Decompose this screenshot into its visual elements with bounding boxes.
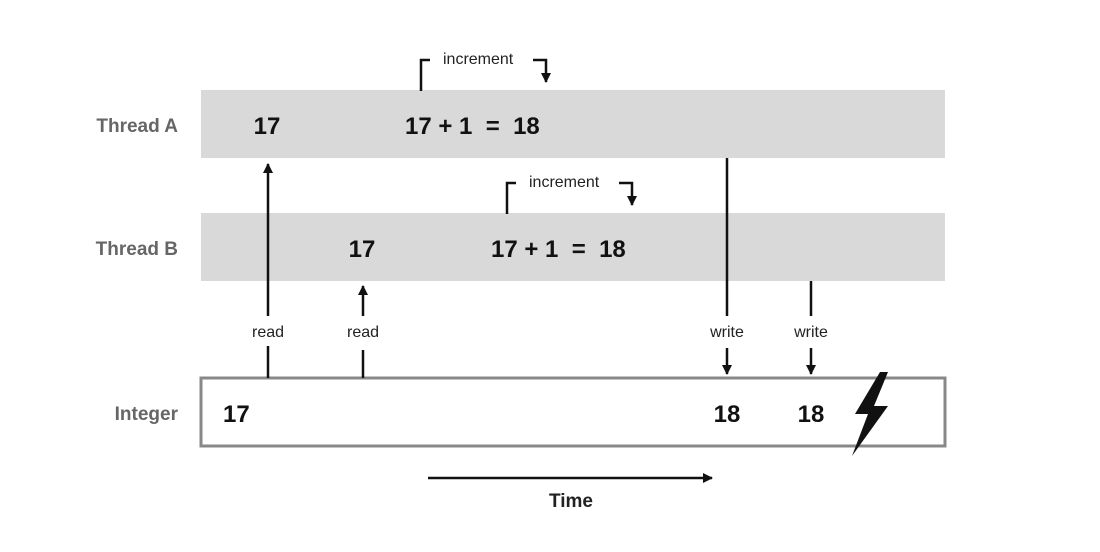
thread-b-increment-arrow [619,181,637,206]
thread-b-label: Thread B [96,239,178,260]
integer-value-after-write-a: 18 [714,401,741,428]
thread-a-increment-bracket [419,58,430,91]
thread-b-equation: 17 + 1 = 18 [491,236,626,263]
read-label-thread-a: read [252,324,284,341]
write-label-thread-a: write [709,324,744,341]
integer-lane [199,376,947,448]
thread-a-increment-label: increment [443,51,514,68]
thread-a-label: Thread A [96,116,178,137]
integer-label: Integer [115,404,179,425]
time-label: Time [549,491,593,512]
thread-a-increment-arrow [533,58,551,83]
integer-initial-value: 17 [223,401,250,428]
thread-b-read-value: 17 [349,236,376,263]
thread-a-lane [201,90,945,158]
thread-a-equation: 17 + 1 = 18 [405,113,540,140]
lightning-bolt-icon [852,372,888,456]
read-label-thread-b: read [347,324,379,341]
write-label-thread-b: write [793,324,828,341]
integer-value-after-write-b: 18 [798,401,825,428]
thread-b-lane [201,213,945,281]
thread-b-increment-label: increment [529,174,600,191]
thread-b-increment-bracket [505,181,516,214]
thread-a-read-value: 17 [254,113,281,140]
